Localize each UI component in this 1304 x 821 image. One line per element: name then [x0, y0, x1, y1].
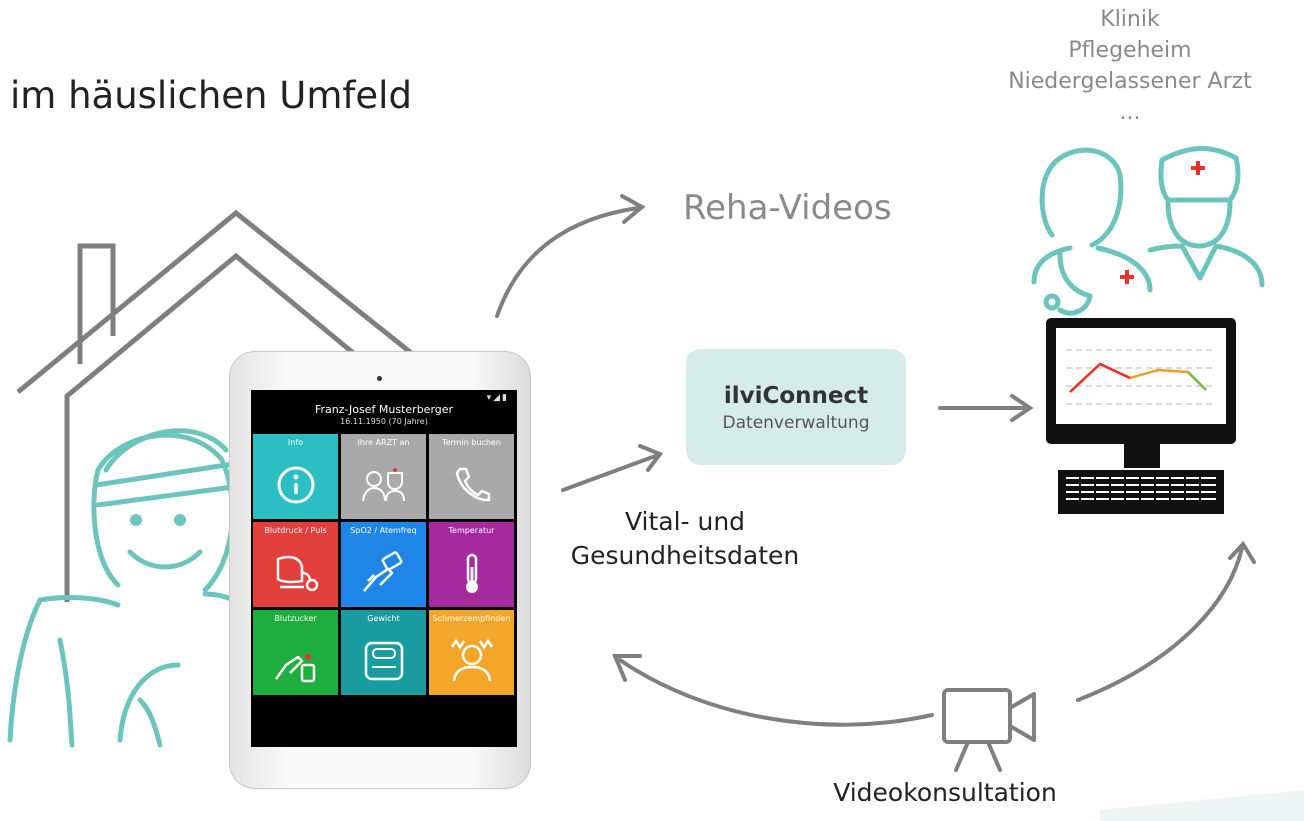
tile-blood-pressure[interactable]: Blutdruck / Puls — [253, 522, 338, 607]
tile-info[interactable]: Info — [253, 434, 338, 519]
tile-label: Schmerzempfinden — [432, 614, 511, 623]
monitor-icon — [1046, 318, 1236, 514]
location-clinic: Klinik — [1100, 7, 1160, 32]
location-nursing-home: Pflegeheim — [1068, 38, 1192, 63]
video-camera-icon — [942, 688, 1036, 772]
tile-label: Termin buchen — [442, 438, 501, 447]
phone-icon — [455, 467, 491, 502]
vital-data-label: Vital- und Gesundheitsdaten — [540, 505, 830, 573]
page-title: im häuslichen Umfeld — [10, 74, 412, 117]
tile-spo2[interactable]: SpO2 / Atemfreq — [341, 522, 426, 607]
tablet-screen: ▾◢▮ Franz-Josef Musterberger 16.11.1950 … — [251, 390, 517, 747]
tile-label: Temperatur — [448, 526, 495, 535]
scale-icon — [364, 641, 404, 681]
video-consultation-label: Videokonsultation — [833, 778, 1057, 807]
doctor-icon — [1031, 147, 1153, 316]
pain-icon — [450, 638, 494, 682]
nurse-cross-icon — [1191, 161, 1205, 175]
ilvi-connect-box: ilviConnect Datenverwaltung — [686, 349, 906, 465]
tile-appointment[interactable]: Termin buchen — [429, 434, 514, 519]
patient-icon — [7, 428, 253, 748]
tile-weight[interactable]: Gewicht — [341, 610, 426, 695]
pulse-oximeter-icon — [363, 551, 403, 592]
tile-label: SpO2 / Atemfreq — [350, 526, 417, 535]
reha-videos-label: Reha-Videos — [683, 188, 892, 228]
ilvi-subtitle: Datenverwaltung — [722, 413, 870, 433]
tile-label: Ihre ARZT an — [357, 438, 410, 447]
tile-blood-sugar[interactable]: Blutzucker — [253, 610, 338, 695]
glucose-icon — [274, 654, 316, 683]
tablet-camera-dot — [377, 376, 382, 381]
blood-pressure-icon — [276, 555, 319, 592]
corner-watermark — [1100, 790, 1304, 821]
location-list: Klinik Pflegeheim Niedergelassener Arzt … — [980, 4, 1280, 128]
vital-line-1: Vital- und — [624, 507, 746, 536]
info-icon — [277, 466, 315, 504]
status-bar-icons: ▾◢▮ — [486, 393, 509, 403]
tile-temperature[interactable]: Temperatur — [429, 522, 514, 607]
tile-label: Blutdruck / Puls — [264, 526, 327, 535]
nurse-icon — [1147, 146, 1265, 288]
patient-dob: 16.11.1950 (70 Jahre) — [340, 417, 428, 426]
tile-label: Gewicht — [367, 614, 400, 623]
patient-name: Franz-Josef Musterberger — [314, 403, 454, 416]
red-cross-icon — [1120, 270, 1134, 284]
location-more: ... — [1119, 100, 1141, 125]
arrows — [495, 194, 1256, 727]
ilvi-name: ilviConnect — [723, 383, 869, 409]
tile-label: Blutzucker — [274, 614, 317, 623]
vital-line-2: Gesundheitsdaten — [570, 541, 800, 570]
tile-label: Info — [287, 438, 304, 447]
location-doctor: Niedergelassener Arzt — [1008, 69, 1252, 94]
house-icon — [16, 209, 432, 602]
tile-pain[interactable]: Schmerzempfinden — [429, 610, 514, 695]
doctor-icon — [362, 468, 405, 502]
thermometer-icon — [466, 553, 478, 593]
tile-doctor[interactable]: Ihre ARZT an — [341, 434, 426, 519]
